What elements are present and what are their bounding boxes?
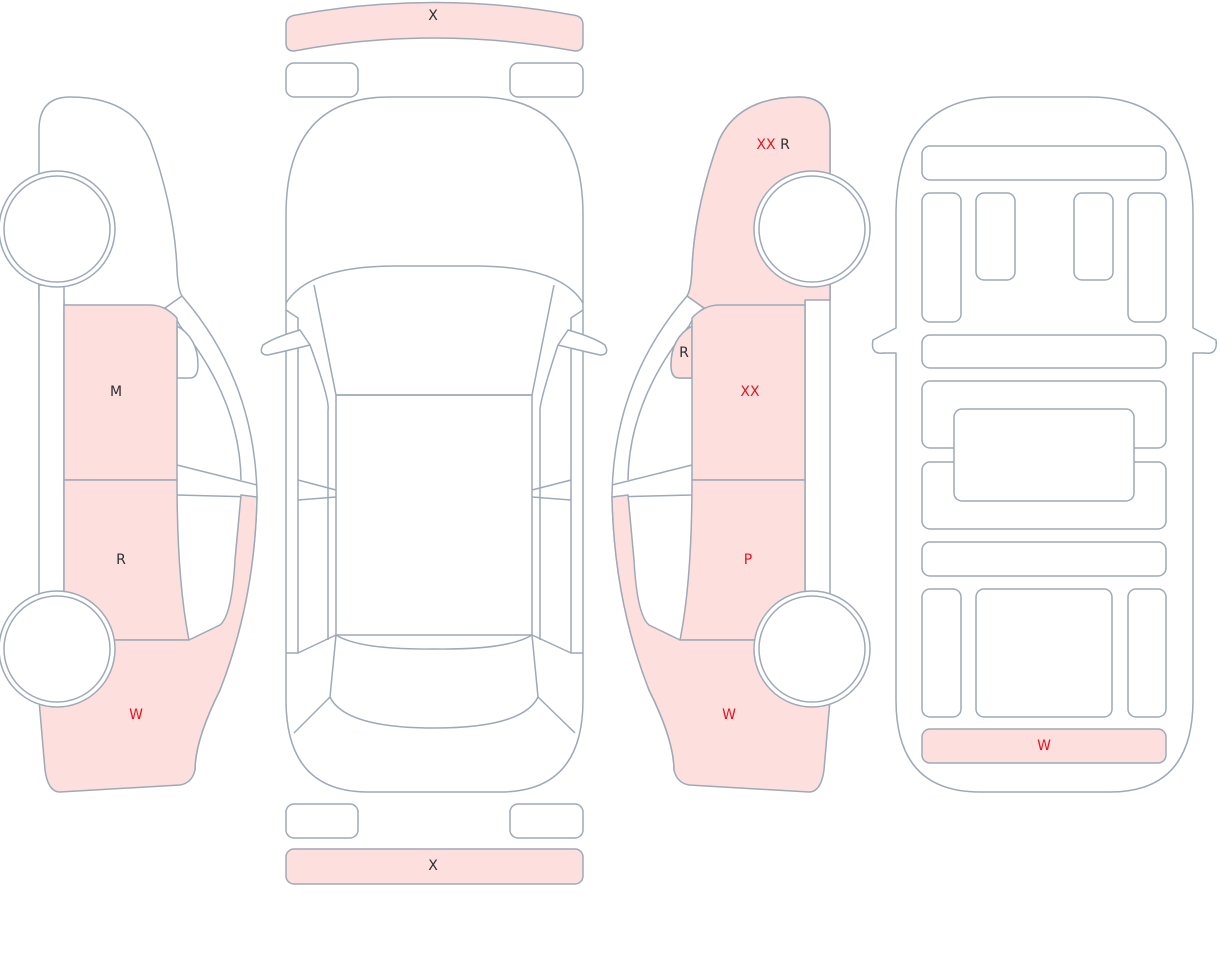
top-view: X X — [260, 1, 608, 885]
left-rear-wheel[interactable] — [3, 595, 111, 703]
right-rear-quarter-label: W — [722, 707, 736, 723]
front-left-light[interactable] — [285, 62, 359, 98]
right-mirror[interactable] — [670, 325, 693, 379]
front-right-light[interactable] — [509, 62, 584, 98]
right-rear-wheel[interactable] — [758, 595, 866, 703]
underside-rear-panel-label: W — [1037, 738, 1051, 754]
car-body-top[interactable] — [285, 96, 584, 793]
right-front-door[interactable] — [691, 304, 806, 481]
left-rear-door-label: R — [116, 552, 126, 568]
underside-rear-panel[interactable] — [921, 728, 1167, 764]
right-front-wheel[interactable] — [758, 175, 866, 283]
right-rear-door-label: P — [744, 552, 752, 568]
left-rear-quarter[interactable] — [38, 494, 258, 793]
front-bumper-label: X — [428, 8, 438, 24]
right-mirror-top[interactable] — [557, 329, 608, 356]
rear-bumper[interactable] — [285, 848, 584, 885]
underside-view: W — [871, 96, 1218, 793]
right-side-view: XX R R XX P W — [611, 96, 871, 793]
left-side-view: M R W — [0, 96, 258, 793]
rear-right-light[interactable] — [509, 803, 584, 839]
right-front-door-label: XX — [740, 384, 760, 400]
rear-left-light[interactable] — [285, 803, 359, 839]
left-front-door[interactable] — [63, 304, 178, 481]
left-mirror-top[interactable] — [260, 329, 311, 356]
rear-bumper-label: X — [428, 858, 438, 874]
left-rear-quarter-label: W — [129, 707, 143, 723]
right-mirror-label: R — [679, 345, 689, 361]
right-front-fender-label-a: XX — [756, 137, 776, 153]
front-bumper[interactable] — [285, 1, 584, 52]
right-front-fender-label-b: R — [780, 137, 790, 153]
left-front-door-label: M — [110, 384, 122, 400]
right-rear-quarter[interactable] — [611, 494, 831, 793]
left-front-wheel[interactable] — [3, 175, 111, 283]
